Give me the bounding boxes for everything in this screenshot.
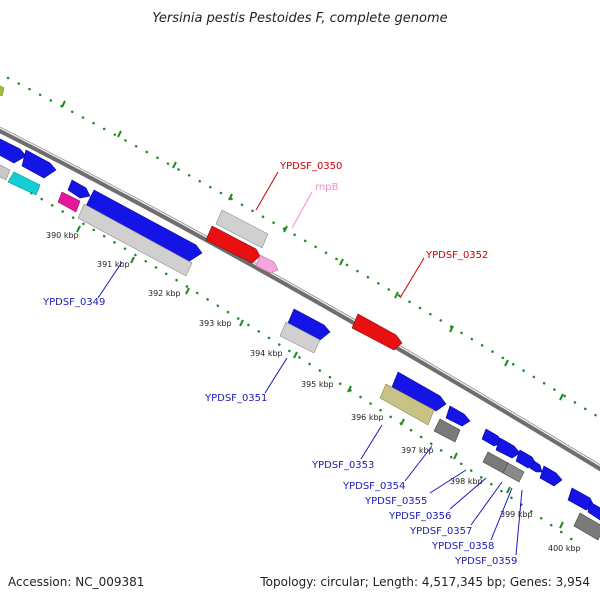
gene-label-ypdsf-0356[interactable]: YPDSF_0356 [388,511,451,522]
gene-feature[interactable] [539,465,563,487]
gene-feature[interactable] [215,209,269,249]
gene-feature[interactable] [445,405,471,427]
gene-label-ypdsf-0349[interactable]: YPDSF_0349 [42,297,105,308]
gene-label-ypdsf-0355[interactable]: YPDSF_0355 [364,496,427,507]
gene-feature[interactable] [351,313,403,351]
kbp-label: 391 kbp [97,260,130,269]
gene-feature[interactable] [21,149,57,179]
gene-feature[interactable] [587,501,600,521]
gene-feature[interactable] [7,171,41,196]
gene-label-ypdsf-0352[interactable]: YPDSF_0352 [425,250,488,261]
kbp-label: 398 kbp [450,477,483,486]
gene-feature[interactable] [433,418,461,443]
kbp-labels: 390 kbp 391 kbp 392 kbp 393 kbp 394 kbp … [46,231,581,553]
gene-feature[interactable] [67,179,91,199]
kbp-label: 394 kbp [250,349,283,358]
gene-label-ypdsf-0357[interactable]: YPDSF_0357 [409,526,472,537]
gene-label-ypdsf-0353[interactable]: YPDSF_0353 [311,460,374,471]
leader-lines [97,171,523,556]
map-title: Yersinia pestis Pestoides F, complete ge… [152,11,447,26]
accession-text: Accession: NC_009381 [8,575,144,589]
kbp-label: 396 kbp [351,413,384,422]
outer-tick-ring [6,76,600,420]
inner-major-ticks [76,225,564,529]
gene-feature[interactable] [287,308,331,341]
gene-feature[interactable] [255,254,279,274]
gene-features [0,84,600,541]
gene-feature[interactable] [0,162,11,181]
gene-feature[interactable] [391,371,447,412]
gene-labels: YPDSF_0349 YPDSF_0350 rnpB YPDSF_0351 YP… [42,161,517,567]
gene-label-ypdsf-0359[interactable]: YPDSF_0359 [454,556,517,567]
kbp-label: 393 kbp [199,319,232,328]
gene-feature[interactable] [502,462,525,483]
gene-feature[interactable] [0,136,27,164]
gene-feature[interactable] [279,321,321,354]
kbp-label: 397 kbp [401,446,434,455]
kbp-label: 390 kbp [46,231,79,240]
gene-feature[interactable] [573,512,600,541]
gene-feature[interactable] [379,383,435,426]
genome-summary-text: Topology: circular; Length: 4,517,345 bp… [259,575,590,589]
genome-backbone [0,126,600,472]
gene-feature[interactable] [529,460,543,473]
gene-feature[interactable] [57,191,81,213]
kbp-label: 399 kbp [500,510,533,519]
gene-label-ypdsf-0350[interactable]: YPDSF_0350 [279,161,342,172]
gene-label-ypdsf-0354[interactable]: YPDSF_0354 [342,481,405,492]
kbp-label: 400 kbp [548,544,581,553]
gene-feature[interactable] [0,84,5,97]
kbp-label: 392 kbp [148,289,181,298]
gene-label-ypdsf-0358[interactable]: YPDSF_0358 [431,541,494,552]
gene-feature[interactable] [85,189,203,263]
kbp-label: 395 kbp [301,380,334,389]
gene-feature[interactable] [77,203,193,277]
gene-feature[interactable] [495,437,521,459]
gene-feature[interactable] [205,225,261,264]
gene-label-ypdsf-0351[interactable]: YPDSF_0351 [204,393,267,404]
gene-label-rnpb[interactable]: rnpB [315,182,339,193]
inner-tick-ring [0,173,582,547]
outer-major-ticks [61,100,564,401]
